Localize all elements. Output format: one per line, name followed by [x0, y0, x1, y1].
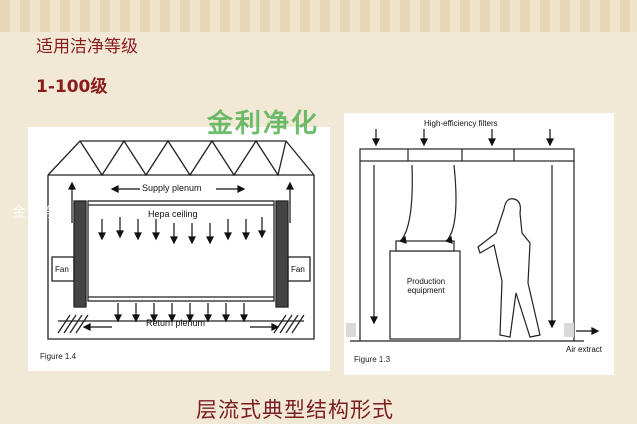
- exhaust-vent-left: [346, 323, 356, 337]
- figure-1-4-label: Figure 1.4: [40, 352, 77, 361]
- exhaust-vent-right: [564, 323, 574, 337]
- supply-plenum-label: Supply plenum: [142, 183, 202, 193]
- production-equipment-label: Production equipment: [406, 277, 446, 295]
- figure-1-3-panel: High-efficiency filters Production equip…: [344, 113, 614, 375]
- cleanroom-diagram-right: [346, 129, 600, 342]
- cleanliness-level: 1-100级: [36, 77, 108, 97]
- cleanroom-diagram-left: [47, 139, 315, 340]
- high-efficiency-filters-label: High-efficiency filters: [424, 119, 498, 128]
- figure-1-4-panel: Supply plenum Hepa ceiling Return plenum…: [28, 127, 330, 371]
- figure-1-3-label: Figure 1.3: [354, 355, 391, 364]
- slide-caption: 层流式典型结构形式: [196, 398, 394, 422]
- fan-right-label: Fan: [291, 265, 305, 274]
- watermark-left: 金利净化: [12, 205, 72, 221]
- air-extract-label: Air extract: [566, 345, 603, 354]
- slide-title: 适用洁净等级: [36, 37, 138, 57]
- watermark-main: 金利净化: [207, 109, 320, 139]
- return-plenum-label: Return plenum: [146, 318, 206, 328]
- fan-left-label: Fan: [55, 265, 69, 274]
- decorative-border: [0, 0, 637, 32]
- hepa-ceiling-label: Hepa ceiling: [148, 209, 198, 219]
